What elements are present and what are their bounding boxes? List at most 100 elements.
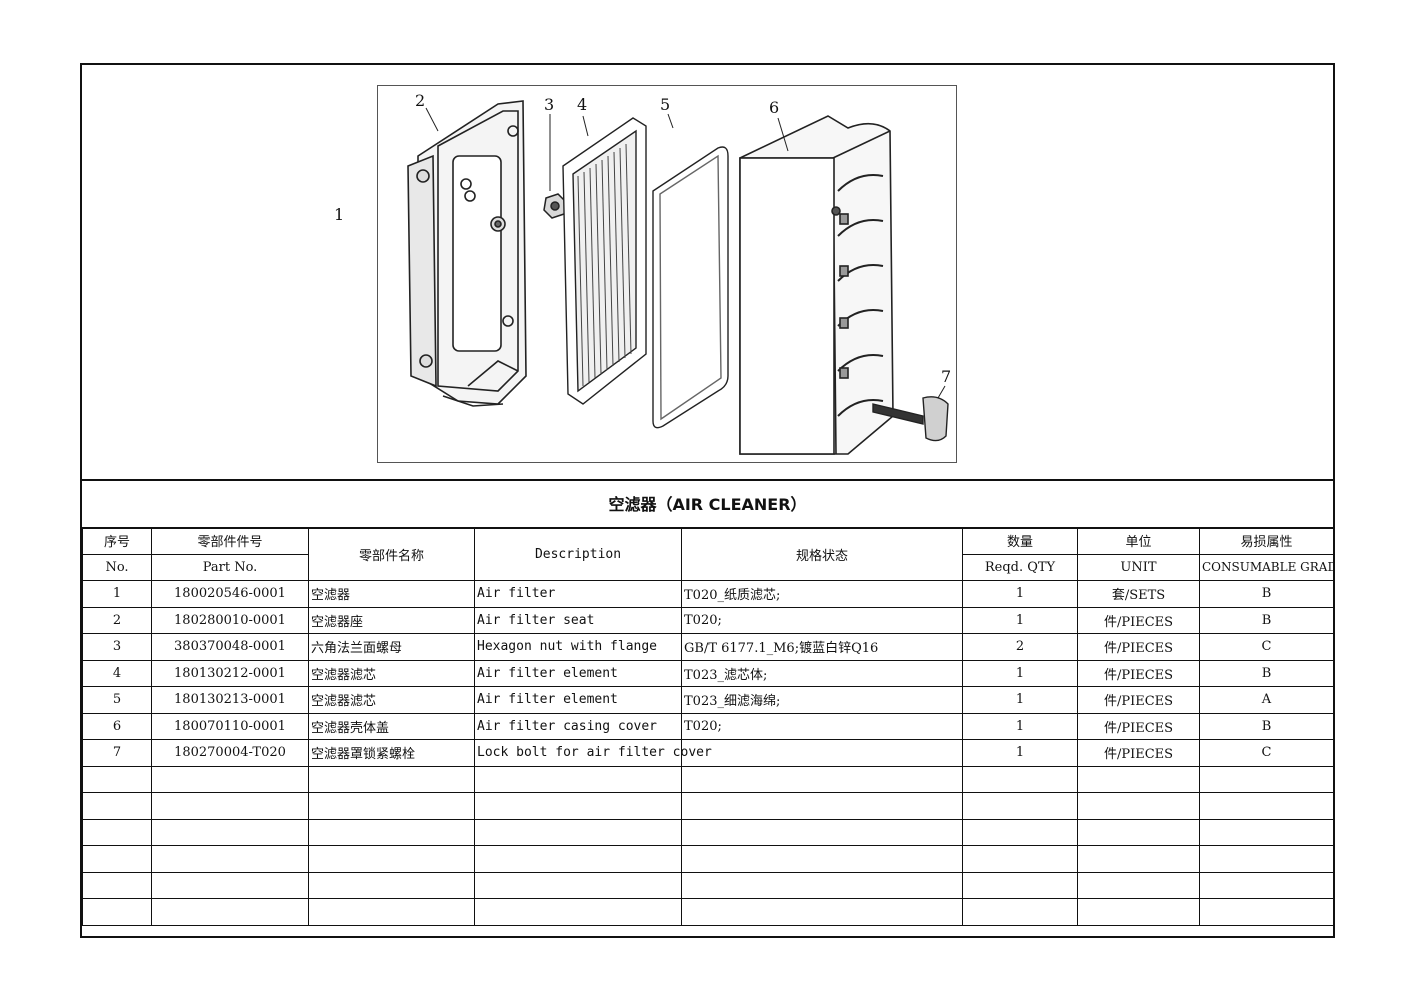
- empty-row: [82, 845, 1334, 873]
- cell-qty: 1: [962, 712, 1078, 740]
- cell-qty: 1: [962, 580, 1078, 608]
- callout-3: 3: [544, 95, 554, 114]
- cell-description: Lock bolt for air filter cover: [474, 739, 712, 767]
- cell-no: 3: [82, 633, 152, 661]
- callout-2: 2: [415, 91, 425, 110]
- header-no-cn: 序号: [82, 527, 152, 555]
- part-4-filter-element: [562, 117, 647, 405]
- empty-row: [82, 792, 1334, 820]
- part-2-filter-seat: [407, 100, 527, 407]
- cell-part-no: 180070110-0001: [151, 712, 309, 740]
- cell-unit: 件/PIECES: [1077, 712, 1200, 740]
- cell-unit: 件/PIECES: [1077, 633, 1200, 661]
- cell-grade: A: [1199, 686, 1334, 714]
- callout-7: 7: [941, 367, 951, 386]
- empty-row: [82, 871, 1334, 899]
- table-row: 7 180270004-T020 空滤器罩锁紧螺栓 Lock bolt for …: [82, 739, 1334, 767]
- cell-spec: [681, 739, 963, 767]
- header-no-en: No.: [82, 553, 152, 581]
- cell-no: 6: [82, 712, 152, 740]
- header-unit-cn: 单位: [1077, 527, 1200, 555]
- exploded-view-area: 1: [82, 65, 1333, 481]
- cell-spec: T023_滤芯体;: [681, 659, 963, 687]
- part-5-sponge-filter: [652, 146, 729, 429]
- cell-qty: 1: [962, 606, 1078, 634]
- air-cleaner-exploded-svg: 2 3 4 5 6 7: [407, 91, 951, 455]
- cell-part-no: 180270004-T020: [151, 739, 309, 767]
- callout-4: 4: [577, 95, 587, 114]
- header-row-en: No. Part No. Reqd. QTY UNIT CONSUMABLE G…: [82, 553, 1334, 581]
- cell-description: Hexagon nut with flange: [474, 633, 682, 661]
- cell-spec: T020_纸质滤芯;: [681, 580, 963, 608]
- cell-spec: GB/T 6177.1_M6;镀蓝白锌Q16: [681, 633, 963, 661]
- header-part-cn: 零部件件号: [151, 527, 309, 555]
- cell-qty: 1: [962, 659, 1078, 687]
- cell-grade: C: [1199, 633, 1334, 661]
- cell-part-no: 380370048-0001: [151, 633, 309, 661]
- table-row: 2 180280010-0001 空滤器座 Air filter seat T0…: [82, 606, 1334, 634]
- cell-name: 空滤器座: [308, 606, 475, 634]
- cell-grade: C: [1199, 739, 1334, 767]
- cell-unit: 套/SETS: [1077, 580, 1200, 608]
- cell-no: 5: [82, 686, 152, 714]
- part-7-lock-bolt: [872, 396, 949, 442]
- cell-no: 1: [82, 580, 152, 608]
- cell-part-no: 180130213-0001: [151, 686, 309, 714]
- table-row: 6 180070110-0001 空滤器壳体盖 Air filter casin…: [82, 712, 1334, 740]
- cell-name: 六角法兰面螺母: [308, 633, 475, 661]
- cell-name: 空滤器滤芯: [308, 659, 475, 687]
- header-part-en: Part No.: [151, 553, 309, 581]
- header-qty-en: Reqd. QTY: [962, 553, 1078, 581]
- exploded-view-diagram: 2 3 4 5 6 7: [377, 85, 957, 463]
- cell-no: 4: [82, 659, 152, 687]
- cell-qty: 1: [962, 686, 1078, 714]
- cell-unit: 件/PIECES: [1077, 606, 1200, 634]
- assembly-title: 空滤器（AIR CLEANER）: [82, 479, 1333, 529]
- cell-spec: T020;: [681, 606, 963, 634]
- parts-table: 序号 零部件件号 零部件名称 Description 规格状态 数量 单位 易损…: [82, 527, 1334, 926]
- table-row: 4 180130212-0001 空滤器滤芯 Air filter elemen…: [82, 659, 1334, 687]
- cell-no: 2: [82, 606, 152, 634]
- cell-part-no: 180130212-0001: [151, 659, 309, 687]
- callout-6: 6: [769, 98, 779, 117]
- header-row-cn: 序号 零部件件号 零部件名称 Description 规格状态 数量 单位 易损…: [82, 527, 1334, 581]
- cell-grade: B: [1199, 659, 1334, 687]
- cell-spec: T020;: [681, 712, 963, 740]
- cell-description: Air filter casing cover: [474, 712, 682, 740]
- callout-5: 5: [660, 95, 670, 114]
- cell-name: 空滤器: [308, 580, 475, 608]
- cell-description: Air filter: [474, 580, 682, 608]
- header-grade-en: CONSUMABLE GRADE: [1199, 553, 1334, 581]
- empty-row: [82, 898, 1334, 926]
- cell-no: 7: [82, 739, 152, 767]
- empty-row: [82, 818, 1334, 846]
- table-row: 1 180020546-0001 空滤器 Air filter T020_纸质滤…: [82, 580, 1334, 608]
- part-3-hex-nut: [543, 193, 567, 219]
- cell-name: 空滤器罩锁紧螺栓: [308, 739, 475, 767]
- header-unit-en: UNIT: [1077, 553, 1200, 581]
- header-name-cn: 零部件名称: [308, 527, 475, 581]
- cell-spec: T023_细滤海绵;: [681, 686, 963, 714]
- table-row: 3 380370048-0001 六角法兰面螺母 Hexagon nut wit…: [82, 633, 1334, 661]
- cell-grade: B: [1199, 712, 1334, 740]
- cell-name: 空滤器壳体盖: [308, 712, 475, 740]
- drawing-frame: 1: [80, 63, 1335, 938]
- cell-unit: 件/PIECES: [1077, 659, 1200, 687]
- cell-part-no: 180020546-0001: [151, 580, 309, 608]
- cell-description: Air filter element: [474, 659, 682, 687]
- cell-qty: 2: [962, 633, 1078, 661]
- cell-grade: B: [1199, 580, 1334, 608]
- header-grade-cn: 易损属性: [1199, 527, 1334, 555]
- cell-description: Air filter element: [474, 686, 682, 714]
- cell-description: Air filter seat: [474, 606, 682, 634]
- cell-qty: 1: [962, 739, 1078, 767]
- empty-row: [82, 765, 1334, 793]
- table-row: 5 180130213-0001 空滤器滤芯 Air filter elemen…: [82, 686, 1334, 714]
- part-6-casing-cover: [739, 115, 894, 455]
- cell-unit: 件/PIECES: [1077, 739, 1200, 767]
- header-qty-cn: 数量: [962, 527, 1078, 555]
- cell-grade: B: [1199, 606, 1334, 634]
- cell-part-no: 180280010-0001: [151, 606, 309, 634]
- header-spec-cn: 规格状态: [681, 527, 963, 581]
- header-description: Description: [474, 527, 682, 581]
